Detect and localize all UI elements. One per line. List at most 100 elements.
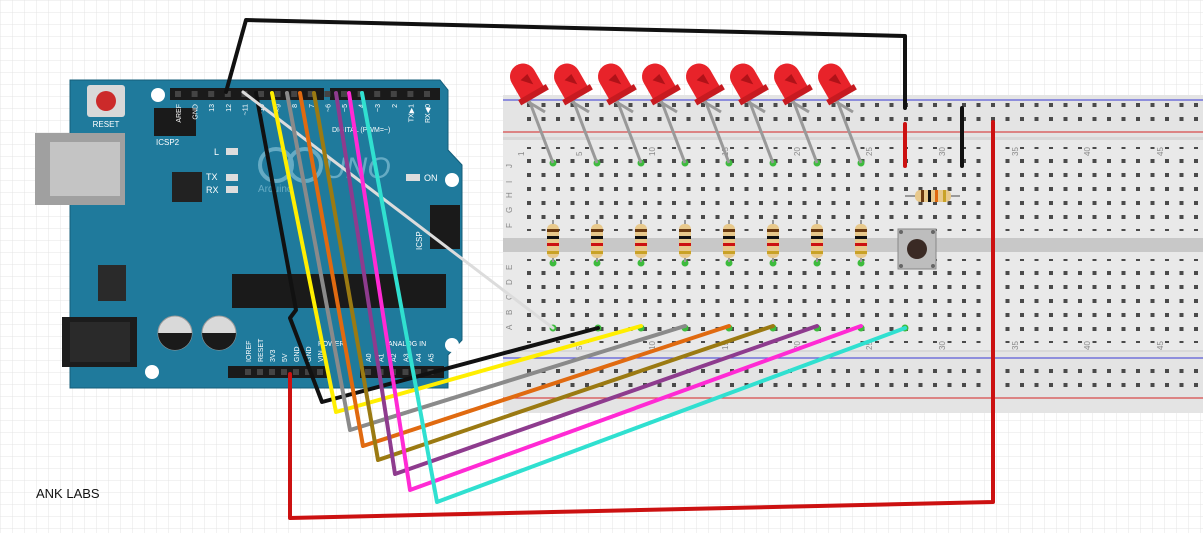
resistor — [767, 224, 779, 258]
power-label: POWER — [318, 341, 344, 348]
header-pin — [258, 91, 264, 97]
resistor — [635, 224, 647, 258]
header-pin — [402, 369, 409, 375]
resistor — [723, 224, 735, 258]
column-number: 20 — [793, 341, 802, 350]
column-number: 40 — [1083, 341, 1092, 350]
led — [774, 63, 813, 106]
breadboard: 115510101515202025253030353540404545 JIH… — [503, 95, 1203, 413]
led — [642, 63, 681, 106]
pin-label: 5V — [282, 353, 289, 362]
brand-label: ANK LABS — [36, 486, 100, 501]
row-letter: C — [505, 294, 514, 300]
header-pin — [208, 91, 215, 97]
led — [730, 63, 769, 106]
resistors — [547, 220, 867, 262]
led-on — [406, 174, 420, 181]
pin-label: RX◀0 — [425, 104, 432, 123]
hole-highlight — [549, 259, 557, 267]
hole-highlight — [725, 259, 733, 267]
resistor — [591, 224, 603, 258]
led-l-label: L — [214, 147, 219, 157]
center-channel — [503, 238, 1203, 252]
pin-label: 12 — [226, 104, 233, 112]
signal-wire — [334, 91, 819, 476]
hole-highlight — [813, 259, 821, 267]
header-pin — [390, 91, 397, 97]
push-button[interactable] — [897, 228, 937, 270]
column-number: 20 — [793, 147, 802, 156]
header-pin — [365, 369, 371, 375]
resistor — [811, 224, 823, 258]
pin-label: A2 — [391, 353, 398, 362]
led-rx — [226, 186, 238, 193]
pin-label: 8 — [292, 104, 299, 108]
column-number: 45 — [1156, 147, 1165, 156]
signal-wire — [298, 91, 731, 448]
header-pin — [324, 91, 331, 97]
column-number: 30 — [938, 147, 947, 156]
signal-wire — [312, 91, 775, 462]
row-letter: H — [505, 192, 514, 198]
pin-label: A5 — [429, 353, 436, 362]
led-rx-label: RX — [206, 185, 219, 195]
column-number: 45 — [1156, 341, 1165, 350]
resistor — [855, 224, 867, 258]
led-leg — [703, 99, 731, 164]
led — [818, 63, 857, 106]
led-leg — [835, 99, 863, 164]
column-number: 10 — [648, 147, 657, 156]
header-pin — [305, 369, 311, 375]
pin-label: TX▶1 — [408, 104, 415, 122]
pin-label: RESET — [258, 338, 265, 362]
hole-highlight — [593, 259, 601, 267]
pin-label: IOREF — [246, 341, 253, 362]
row-letter: B — [505, 310, 514, 315]
pin-label: GND — [294, 346, 301, 362]
header-pin — [317, 369, 323, 375]
led-leg — [747, 99, 775, 164]
mount-hole — [145, 365, 159, 379]
header-pin — [257, 369, 263, 375]
led — [554, 63, 593, 106]
hole-highlight — [769, 259, 777, 267]
header-pin — [341, 91, 347, 97]
header-pin — [291, 91, 298, 97]
header-pin — [407, 91, 414, 97]
row-letter: D — [505, 279, 514, 285]
usb-chip — [172, 172, 202, 202]
icsp2-header — [154, 108, 196, 136]
power-header — [228, 366, 328, 378]
pin-label: ~9 — [276, 104, 283, 112]
on-label: ON — [424, 173, 438, 183]
signal-wire — [270, 91, 643, 414]
header-pin — [281, 369, 287, 375]
pin-label: ~11 — [242, 104, 249, 115]
led-leg — [615, 99, 643, 164]
column-number: 30 — [938, 341, 947, 350]
pulldown-resistor — [905, 190, 960, 202]
column-number: 5 — [575, 151, 584, 156]
pin-label: GND — [193, 104, 200, 120]
pin-label: A4 — [416, 353, 423, 362]
column-number: 10 — [648, 341, 657, 350]
resistor — [547, 224, 559, 258]
signal-wire — [285, 91, 687, 432]
pin-label: 2 — [392, 104, 399, 108]
pin-label: A1 — [379, 353, 386, 362]
pin-label: ~6 — [325, 104, 332, 112]
led-leg — [571, 99, 599, 164]
header-pin — [269, 369, 275, 375]
led — [686, 63, 725, 106]
header-pin — [274, 91, 281, 97]
pin-label: AREF — [176, 104, 183, 123]
header-pin — [191, 91, 198, 97]
header-pin — [245, 369, 251, 375]
icsp-header — [430, 205, 460, 249]
digital-label: DIGITAL (PWM=~) — [332, 127, 390, 134]
pin-label: ~3 — [375, 104, 382, 112]
led — [510, 63, 549, 106]
row-letter: F — [505, 223, 514, 228]
vcc-wire — [288, 120, 995, 520]
